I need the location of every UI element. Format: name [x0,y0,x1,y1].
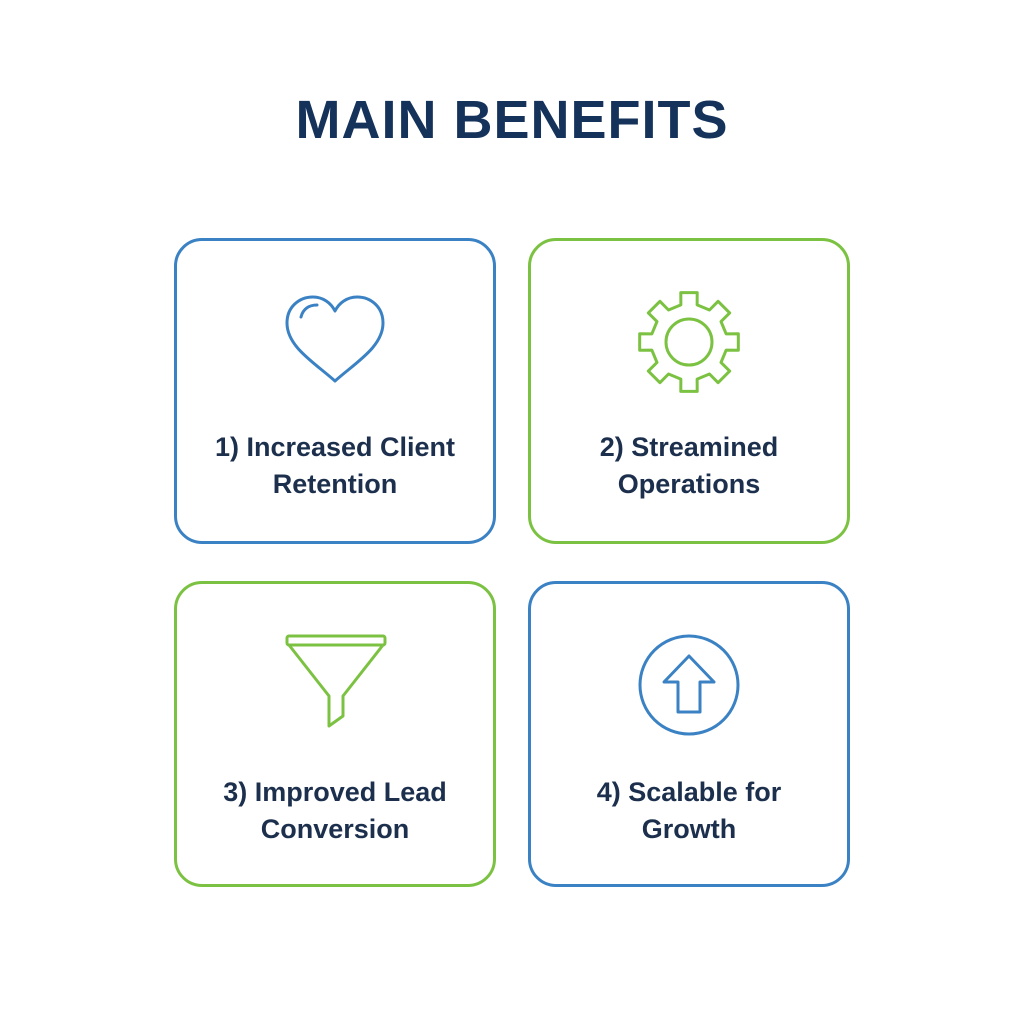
page-title: MAIN BENEFITS [295,90,729,150]
arrow-up-circle-icon [638,634,740,736]
funnel-icon [285,634,387,728]
gear-icon [638,291,740,393]
benefit-label: 3) Improved Lead Conversion [223,777,447,844]
benefit-label: 2) Streamined Operations [599,432,779,499]
benefit-label: 4) Scalable for Growth [596,777,782,844]
benefit-card-streamlined-operations: 2) Streamined Operations [528,238,850,544]
benefit-card-client-retention: 1) Increased Client Retention [174,238,496,544]
benefit-card-scalable-growth: 4) Scalable for Growth [528,581,850,887]
benefit-card-lead-conversion: 3) Improved Lead Conversion [174,581,496,887]
heart-icon [285,295,385,383]
benefit-label: 1) Increased Client Retention [214,432,456,499]
